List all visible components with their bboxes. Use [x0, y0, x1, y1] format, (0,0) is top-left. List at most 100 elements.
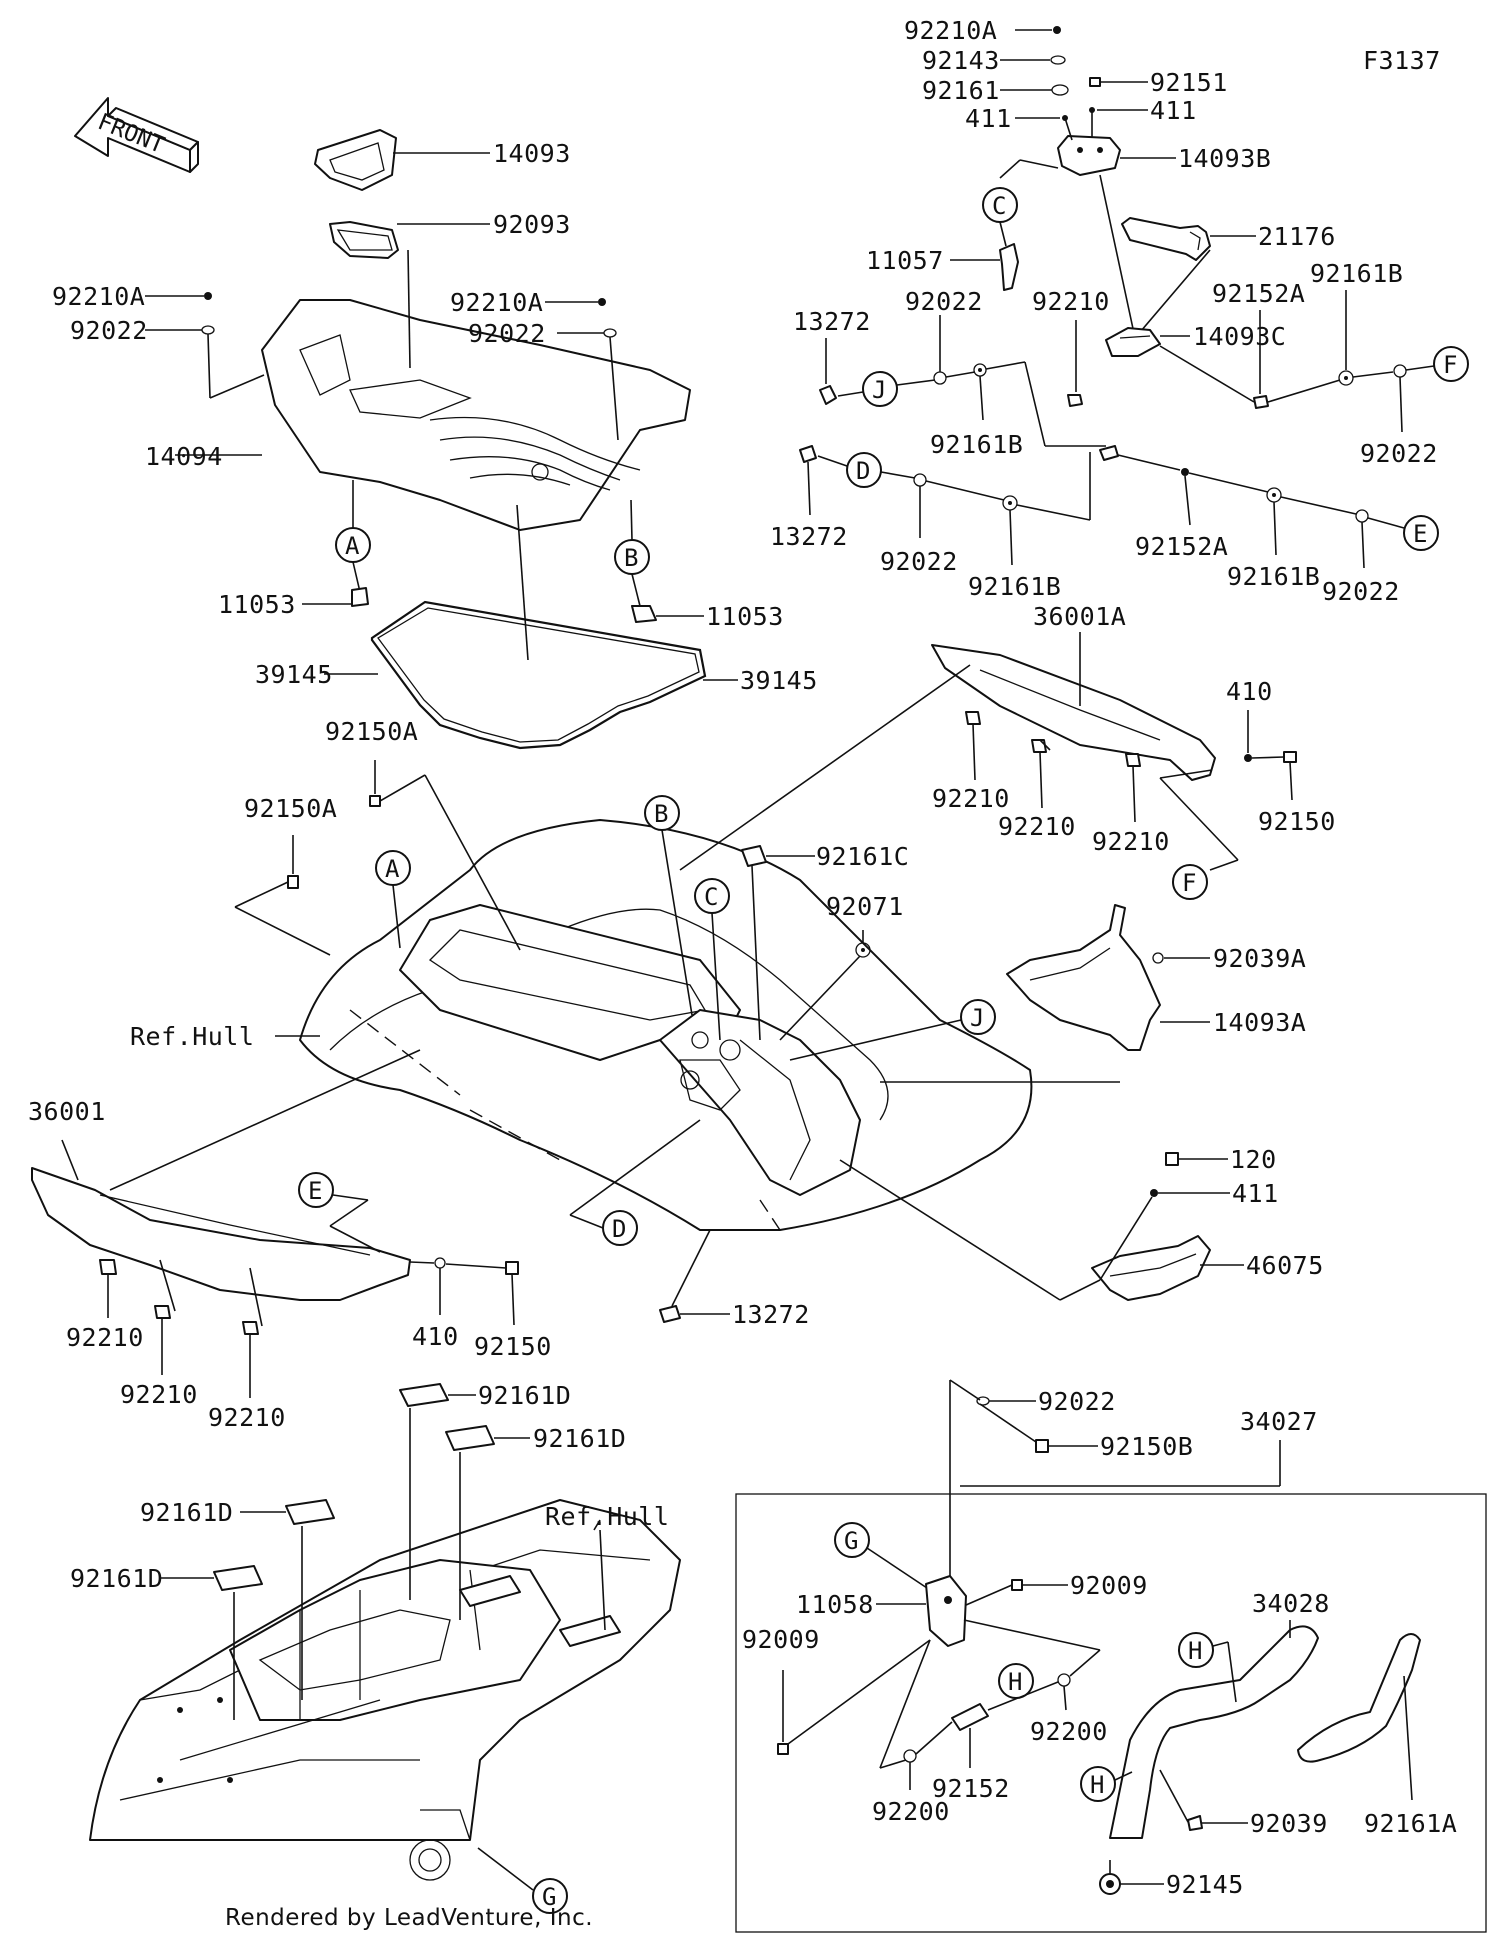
svg-text:E: E: [308, 1177, 322, 1205]
plug-92145: [1099, 1873, 1121, 1895]
label-92210A-mid: 92210A: [450, 288, 543, 317]
label-92210-l3: 92210: [208, 1403, 286, 1432]
clip-11057: [999, 243, 1019, 291]
label-92152A-b: 92152A: [1135, 532, 1228, 561]
label-92161B-b: 92161B: [1310, 259, 1403, 288]
label-46075: 46075: [1246, 1251, 1324, 1280]
side-panel-36001: [31, 1167, 411, 1301]
label-13272-top: 13272: [793, 307, 871, 336]
label-92200-left: 92200: [872, 1797, 950, 1826]
label-92210-l1: 92210: [66, 1323, 144, 1352]
label-92161C: 92161C: [816, 842, 909, 871]
label-92009-right: 92009: [1070, 1571, 1148, 1600]
spacer-92152: [951, 1703, 989, 1731]
label-34028: 34028: [1252, 1589, 1330, 1618]
label-92200-right: 92200: [1030, 1717, 1108, 1746]
label-411-right: 411: [1150, 96, 1197, 125]
label-92161: 92161: [922, 76, 1000, 105]
svg-text:A: A: [385, 855, 400, 883]
label-120: 120: [1230, 1145, 1277, 1174]
svg-text:H: H: [1188, 1637, 1202, 1665]
label-411-left: 411: [965, 104, 1012, 133]
label-11053-left: 11053: [218, 590, 296, 619]
callout-G-box: G: [834, 1522, 870, 1558]
bracket-14093C: [1105, 327, 1161, 357]
grab-handle-34028: [1109, 1625, 1319, 1839]
svg-text:E: E: [1413, 520, 1427, 548]
label-410-left: 410: [412, 1322, 459, 1351]
label-14093: 14093: [493, 139, 571, 168]
callout-C-hull: C: [694, 878, 730, 914]
label-92152A-a: 92152A: [1212, 279, 1305, 308]
svg-text:A: A: [345, 532, 360, 560]
label-92210A-left: 92210A: [52, 282, 145, 311]
spacer-92152A-top: [1253, 395, 1269, 409]
svg-text:J: J: [872, 376, 886, 404]
bracket-11058: [925, 1575, 967, 1647]
label-411-bottom: 411: [1232, 1179, 1279, 1208]
label-92210-b: 92210: [1032, 287, 1110, 316]
svg-text:J: J: [970, 1004, 984, 1032]
svg-text:C: C: [992, 192, 1006, 220]
svg-text:D: D: [612, 1215, 626, 1243]
label-92143: 92143: [922, 46, 1000, 75]
label-11053-right: 11053: [706, 602, 784, 631]
figure-code: F3137: [1363, 46, 1441, 75]
label-92022-left: 92022: [70, 316, 148, 345]
label-13272-bottom: 13272: [732, 1300, 810, 1329]
callout-H-box-bottom: H: [1080, 1766, 1116, 1802]
label-92210-l2: 92210: [120, 1380, 198, 1409]
callout-J-hull: J: [960, 999, 996, 1035]
svg-text:H: H: [1008, 1668, 1022, 1696]
deck-cover-14094: [261, 299, 691, 531]
label-92161D-b: 92161D: [533, 1424, 626, 1453]
label-92210-r3: 92210: [1092, 827, 1170, 856]
callout-F-hull: F: [1172, 864, 1208, 900]
callout-H-box-top: H: [1178, 1632, 1214, 1668]
label-92161A: 92161A: [1364, 1809, 1457, 1838]
label-92022-g: 92022: [1038, 1387, 1116, 1416]
label-92161D-c: 92161D: [140, 1498, 233, 1527]
svg-text:D: D: [856, 457, 870, 485]
label-92022-a: 92022: [905, 287, 983, 316]
ref-hull-top: Ref.Hull: [130, 1022, 254, 1051]
label-92150A-a: 92150A: [325, 717, 418, 746]
lid-gasket-92093: [329, 221, 399, 259]
label-410-right: 410: [1226, 677, 1273, 706]
bracket-14093B: [1057, 135, 1121, 176]
callout-J-top: J: [862, 371, 898, 407]
label-92161B-a: 92161B: [930, 430, 1023, 459]
callout-A-top: A: [335, 527, 371, 563]
label-36001A: 36001A: [1033, 602, 1126, 631]
ref-hull-bottom: Ref.Hull: [545, 1502, 669, 1531]
svg-text:C: C: [704, 883, 718, 911]
label-11057: 11057: [866, 246, 944, 275]
label-92210-r2: 92210: [998, 812, 1076, 841]
label-92022-c: 92022: [880, 547, 958, 576]
handle-assembly-box: [735, 1493, 1487, 1933]
callout-E-hull: E: [298, 1172, 334, 1208]
label-21176: 21176: [1258, 222, 1336, 251]
hatch-lid-14093: [314, 129, 397, 191]
label-92022-mid: 92022: [468, 319, 546, 348]
label-14093A: 14093A: [1213, 1008, 1306, 1037]
callout-A-hull: A: [375, 850, 411, 886]
label-92039: 92039: [1250, 1809, 1328, 1838]
svg-text:F: F: [1182, 869, 1196, 897]
callout-G-hull: G: [532, 1878, 568, 1914]
svg-text:F: F: [1443, 351, 1457, 379]
label-14093C: 14093C: [1193, 322, 1286, 351]
label-92161D-d: 92161D: [70, 1564, 163, 1593]
label-34027: 34027: [1240, 1407, 1318, 1436]
svg-text:B: B: [654, 800, 668, 828]
front-arrow-icon: FRONT: [74, 97, 199, 173]
label-39145-right: 39145: [740, 666, 818, 695]
label-92093: 92093: [493, 210, 571, 239]
label-14094: 14094: [145, 442, 223, 471]
label-92161D-a: 92161D: [478, 1381, 571, 1410]
bracket-14093A: [1006, 904, 1161, 1051]
label-92150A-b: 92150A: [244, 794, 337, 823]
side-panel-36001A: [931, 644, 1216, 781]
bracket-46075: [1091, 1235, 1211, 1301]
label-92161B-d: 92161B: [1227, 562, 1320, 591]
